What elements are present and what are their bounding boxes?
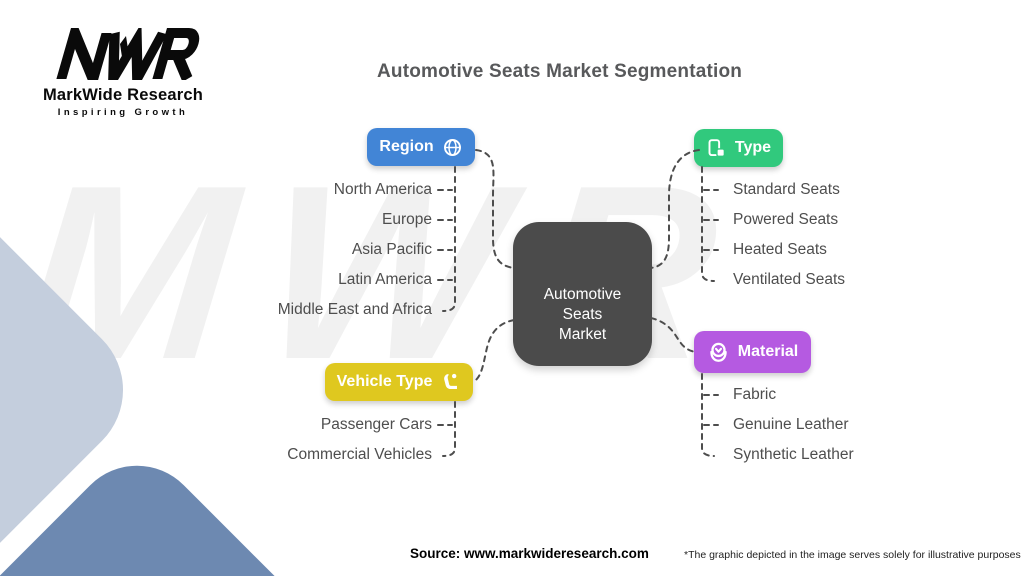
spine-vehicle	[442, 401, 456, 457]
connector-region-center	[475, 149, 515, 269]
branch-node-material: Material	[694, 331, 811, 373]
list-item: Ventilated Seats	[733, 271, 846, 288]
list-item: Asia Pacific	[351, 241, 432, 258]
vehicle-type-item-list: Passenger Cars Commercial Vehicles	[287, 410, 432, 470]
list-item: Middle East and Africa	[277, 301, 432, 318]
connector-center-material	[650, 317, 696, 353]
branch-label-region: Region	[379, 138, 434, 155]
list-item: Commercial Vehicles	[287, 446, 432, 463]
car-seat-icon	[440, 372, 461, 393]
list-item: Heated Seats	[733, 241, 827, 258]
list-item: North America	[333, 181, 432, 198]
globe-icon	[442, 137, 463, 158]
material-icon	[707, 341, 730, 364]
logo-tagline: Inspiring Growth	[57, 107, 189, 118]
list-item: Synthetic Leather	[733, 446, 854, 463]
type-item-list: Standard Seats Powered Seats Heated Seat…	[733, 175, 845, 295]
logo-mwr-icon	[56, 17, 200, 98]
branch-node-vehicle-type: Vehicle Type	[325, 363, 473, 401]
connector-center-vehicle	[472, 319, 515, 383]
logo-brand-name: MarkWide Research	[42, 86, 204, 104]
center-node-automotive-seats-market: Automotive Seats Market	[513, 222, 652, 366]
spine-region	[442, 166, 456, 312]
list-item: Genuine Leather	[733, 416, 849, 433]
branch-label-material: Material	[737, 343, 799, 360]
list-item: Europe	[382, 211, 432, 228]
material-item-list: Fabric Genuine Leather Synthetic Leather	[733, 380, 854, 470]
region-item-list: North America Europe Asia Pacific Latin …	[278, 175, 432, 325]
list-item: Standard Seats	[733, 181, 840, 198]
list-item: Fabric	[733, 386, 777, 403]
page-title: Automotive Seats Market Segmentation	[377, 61, 743, 82]
branch-node-region: Region	[367, 128, 475, 166]
spine-type	[701, 166, 715, 282]
center-node-line: Automotive	[543, 286, 622, 303]
center-node-line: Seats	[562, 306, 603, 323]
list-item: Powered Seats	[733, 211, 839, 228]
connector-type-center	[650, 149, 700, 269]
branch-label-type: Type	[734, 139, 772, 156]
branch-node-type: Type	[694, 129, 783, 167]
markwide-logo: MarkWide Research Inspiring Growth	[38, 17, 208, 118]
center-node-line: Market	[558, 326, 607, 343]
source-text: Source: www.markwideresearch.com	[410, 546, 649, 561]
spine-material	[701, 373, 715, 457]
disclaimer-text: *The graphic depicted in the image serve…	[684, 549, 1021, 561]
devices-icon	[706, 138, 727, 159]
list-item: Latin America	[338, 271, 432, 288]
list-item: Passenger Cars	[320, 416, 432, 433]
branch-label-vehicle-type: Vehicle Type	[336, 373, 433, 390]
